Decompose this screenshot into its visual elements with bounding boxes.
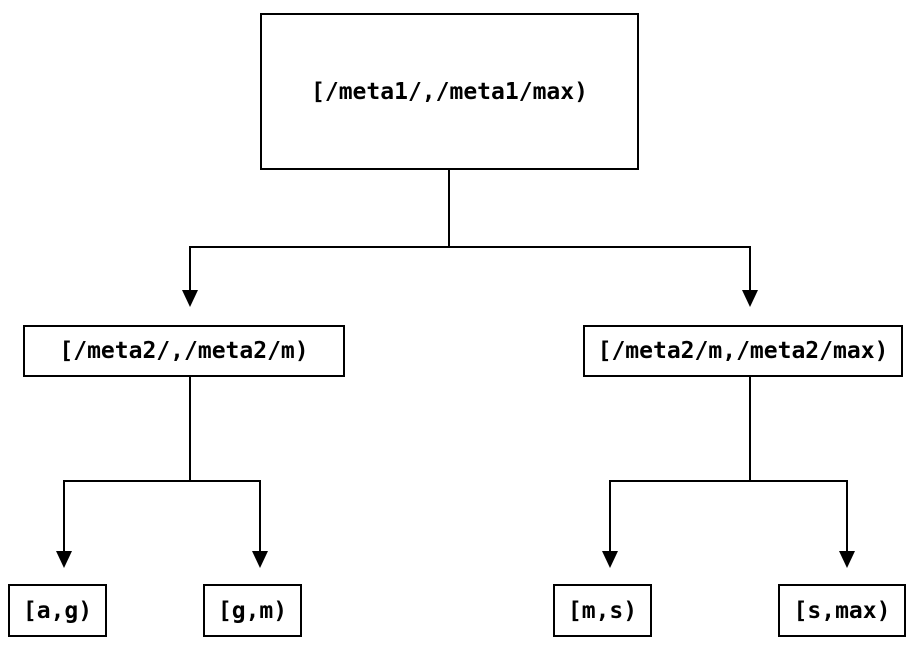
edge-right-to-smax-drop <box>846 480 848 552</box>
node-label: [/meta2/,/meta2/m) <box>59 338 309 364</box>
node-leaf-ag: [a,g) <box>8 584 107 637</box>
node-label: [m,s) <box>567 597 638 624</box>
arrowhead-down-icon <box>839 551 855 568</box>
node-meta2-lower-range: [/meta2/,/meta2/m) <box>23 325 345 377</box>
arrowhead-down-icon <box>182 290 198 307</box>
edge-level1-crossbar <box>189 246 751 248</box>
edge-left-crossbar <box>63 480 261 482</box>
node-label: [s,max) <box>793 597 891 624</box>
edge-left-stem <box>189 377 191 482</box>
arrowhead-down-icon <box>742 290 758 307</box>
edge-left-to-gm-drop <box>259 480 261 552</box>
node-leaf-ms: [m,s) <box>553 584 652 637</box>
edge-right-crossbar <box>609 480 848 482</box>
node-label: [g,m) <box>217 597 288 624</box>
node-label: [/meta2/m,/meta2/max) <box>597 338 889 364</box>
edge-root-stem <box>448 170 450 248</box>
node-leaf-smax: [s,max) <box>778 584 906 637</box>
node-meta2-upper-range: [/meta2/m,/meta2/max) <box>583 325 903 377</box>
arrowhead-down-icon <box>252 551 268 568</box>
node-root-range: [/meta1/,/meta1/max) <box>260 13 639 170</box>
edge-root-to-left-drop <box>189 246 191 291</box>
node-label: [/meta1/,/meta1/max) <box>311 78 588 105</box>
node-leaf-gm: [g,m) <box>203 584 302 637</box>
arrowhead-down-icon <box>56 551 72 568</box>
arrowhead-down-icon <box>602 551 618 568</box>
edge-right-to-ms-drop <box>609 480 611 552</box>
node-label: [a,g) <box>22 597 93 624</box>
edge-right-stem <box>749 377 751 482</box>
edge-left-to-ag-drop <box>63 480 65 552</box>
edge-root-to-right-drop <box>749 246 751 291</box>
